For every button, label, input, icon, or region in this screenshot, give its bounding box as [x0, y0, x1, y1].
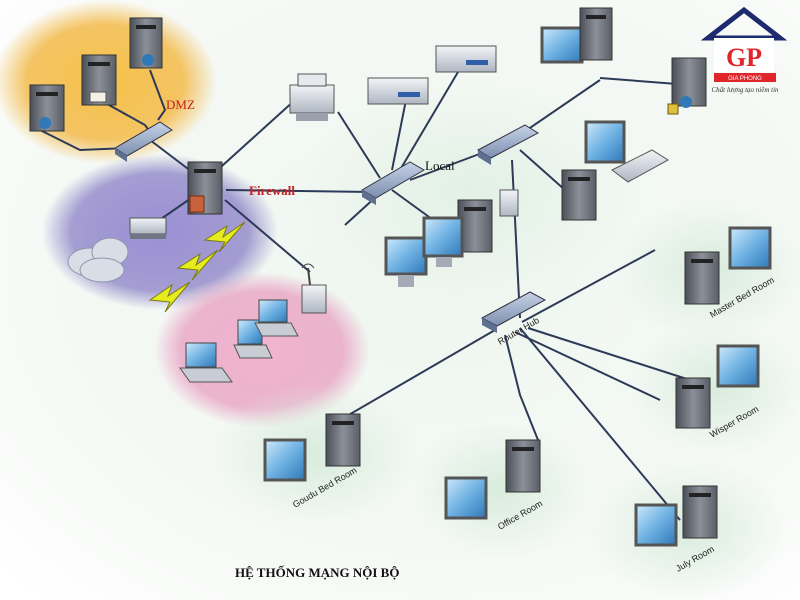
local-switch — [361, 161, 425, 205]
right-workstation-monitor — [584, 120, 626, 164]
local-switch-2 — [476, 124, 540, 165]
master-room-monitor — [728, 226, 772, 270]
router-hub — [480, 291, 547, 333]
room-zone-office — [410, 422, 590, 558]
logo-slogan: Chất lượng tạo niềm tin — [711, 86, 779, 94]
local-label: Local — [425, 158, 455, 173]
dmz-server-3 — [129, 17, 163, 69]
logo: GP GIA PHONG Chất lượng tạo niềm tin — [700, 6, 788, 94]
logo-letters: GP — [726, 43, 762, 72]
right-server — [667, 57, 707, 115]
local-monitor-2 — [422, 216, 464, 267]
wisper-room-tower — [675, 377, 711, 429]
goudu-room-tower — [325, 413, 361, 467]
local-workstation-tower — [457, 199, 493, 253]
flatbed-scanner-icon — [611, 149, 669, 183]
right-workstation-tower — [561, 169, 597, 221]
goudu-room-monitor — [263, 438, 307, 482]
lightning-icon — [148, 221, 246, 313]
laptop-1 — [179, 342, 233, 383]
cloud-icon — [67, 237, 129, 283]
dmz-switch — [114, 121, 173, 162]
dmz-label: DMZ — [166, 97, 195, 112]
office-room-tower — [505, 439, 541, 493]
laptop-3 — [254, 299, 299, 337]
top-workstation-monitor — [540, 26, 584, 64]
firewall-server — [187, 161, 223, 215]
firewall-label: Firewall — [249, 183, 295, 198]
july-room-monitor — [634, 503, 678, 547]
printer-icon — [289, 73, 335, 121]
master-room-tower — [684, 251, 720, 305]
room-zone-goudu — [210, 383, 420, 527]
modem-icon — [129, 217, 167, 239]
diagram-title: HỆ THỐNG MẠNG NỘI BỘ — [235, 565, 399, 580]
network-storage-2 — [435, 45, 497, 73]
top-workstation-tower — [579, 7, 613, 61]
office-room-monitor — [444, 476, 488, 520]
logo-brand: GIA PHONG — [728, 76, 762, 82]
scanner-icon — [499, 189, 519, 217]
dmz-server-2 — [81, 54, 117, 106]
network-storage-1 — [367, 77, 429, 105]
july-room-tower — [682, 485, 718, 539]
dmz-server-1 — [29, 84, 65, 132]
wireless-access-point — [301, 263, 327, 314]
wisper-room-monitor — [716, 344, 760, 388]
